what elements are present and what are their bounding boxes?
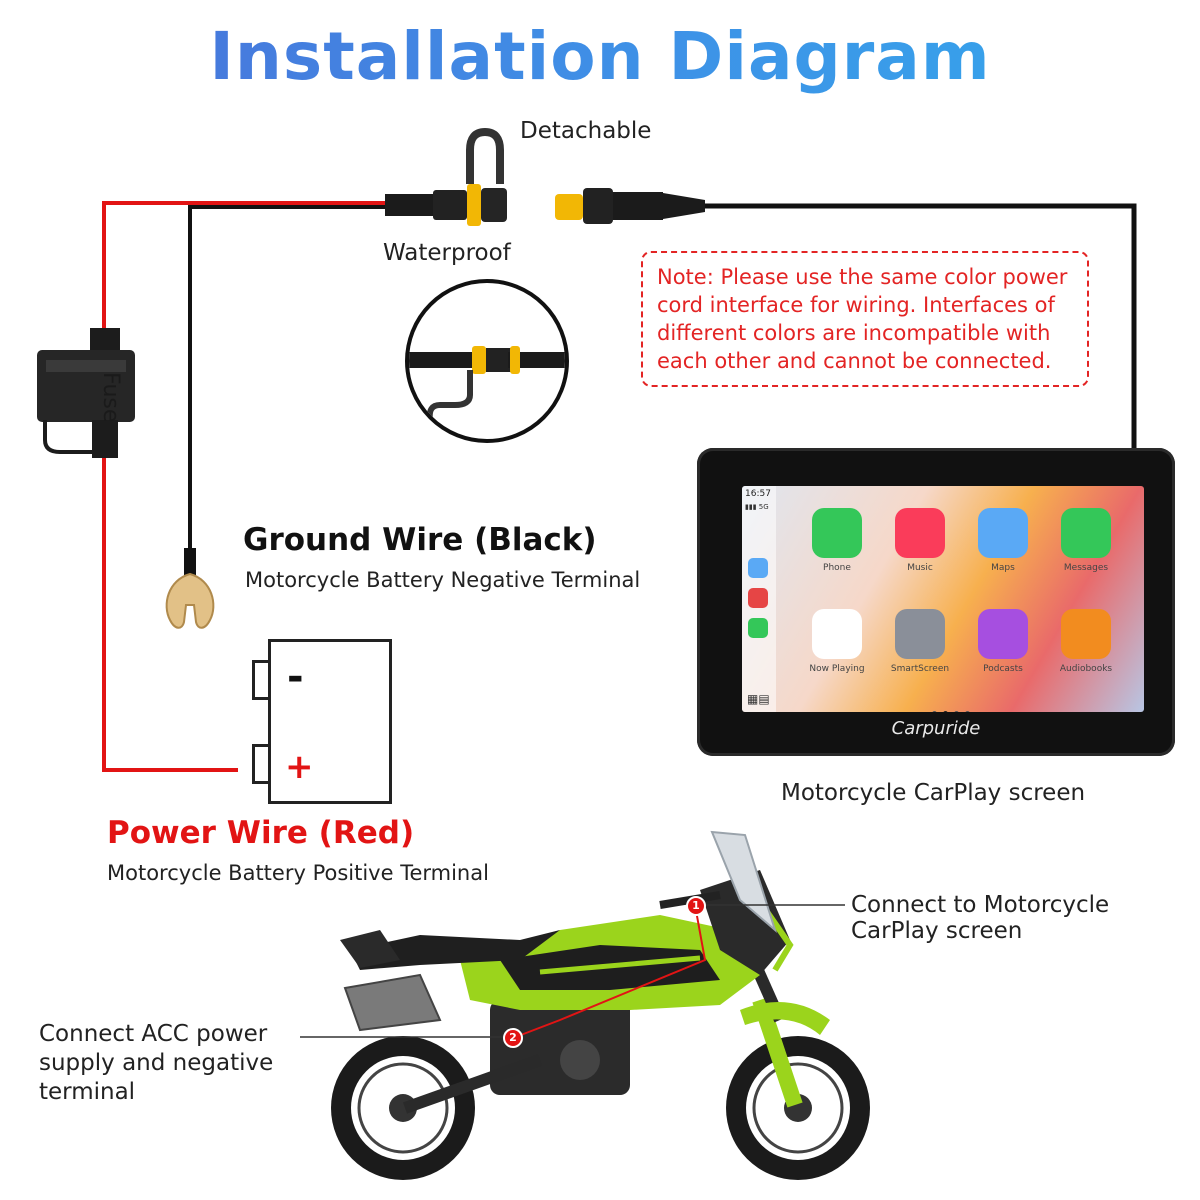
callout-1-line2: CarPlay screen	[851, 918, 1023, 944]
app-label: Podcasts	[983, 664, 1023, 674]
callout-1-line1: Connect to Motorcycle	[851, 892, 1110, 918]
device-caption: Motorcycle CarPlay screen	[781, 780, 1086, 806]
callout-2-line3: terminal	[39, 1079, 136, 1105]
app-label: Music	[907, 563, 933, 573]
black-screen-wire	[705, 203, 1137, 450]
detachable-label: Detachable	[520, 118, 652, 144]
carplay-dock: 16:57 ▮▮▮ 5G ▦▤	[742, 486, 776, 712]
house-icon[interactable]	[895, 609, 945, 659]
callout-2-line2: supply and negative	[39, 1050, 274, 1076]
status-signal: ▮▮▮ 5G	[745, 503, 769, 511]
battery-minus-sign: -	[287, 654, 304, 700]
book-icon[interactable]	[1061, 609, 1111, 659]
connector-left-icon	[385, 127, 507, 226]
music-note-icon[interactable]	[895, 508, 945, 558]
page-dots	[932, 701, 992, 712]
motorcycle-illustration	[300, 830, 870, 1180]
app-label: Messages	[1063, 563, 1109, 573]
power-wire-subtitle: Motorcycle Battery Positive Terminal	[107, 861, 489, 885]
waterproof-label: Waterproof	[383, 240, 511, 266]
dock-netease-icon[interactable]	[748, 588, 768, 608]
battery-positive-terminal	[252, 744, 270, 784]
maps-icon[interactable]	[978, 508, 1028, 558]
callout-1-number: 1	[692, 899, 700, 912]
ground-wire-title: Ground Wire (Black)	[243, 522, 597, 558]
fuse-label: Fuse	[98, 372, 123, 423]
battery-negative-terminal	[252, 660, 270, 700]
app-label: SmartScreen	[890, 664, 950, 674]
note-text: Note: Please use the same color power co…	[657, 265, 1068, 373]
podcast-icon[interactable]	[978, 609, 1028, 659]
ground-wire-subtitle: Motorcycle Battery Negative Terminal	[245, 568, 641, 592]
callout-2-number: 2	[509, 1031, 517, 1044]
callout-2-text: Connect ACC power supply and negative te…	[39, 1020, 273, 1107]
callout-2-marker: 2	[503, 1028, 523, 1048]
app-label: Now Playing	[809, 664, 865, 674]
power-wire-title: Power Wire (Red)	[107, 815, 415, 851]
dock-grid-icon[interactable]: ▦▤	[747, 692, 770, 706]
battery-icon	[268, 639, 392, 804]
callout-1-text: Connect to Motorcycle CarPlay screen	[851, 892, 1109, 944]
app-label: Maps	[991, 563, 1015, 573]
callout-1-marker: 1	[686, 896, 706, 916]
dock-maps-icon[interactable]	[748, 558, 768, 578]
callout-2-line1: Connect ACC power	[39, 1021, 268, 1047]
waveform-icon[interactable]	[812, 609, 862, 659]
status-time: 16:57	[745, 489, 771, 499]
dock-phone-icon[interactable]	[748, 618, 768, 638]
message-bubble-icon[interactable]	[1061, 508, 1111, 558]
fuse-icon	[37, 328, 135, 458]
ring-terminal-icon	[165, 548, 215, 629]
device-brand-logo: Carpuride	[891, 718, 981, 739]
app-label: Audiobooks	[1059, 664, 1113, 674]
app-label: Phone	[823, 563, 851, 573]
connector-closeup-icon	[405, 279, 569, 443]
note-box: Note: Please use the same color power co…	[641, 251, 1089, 387]
phone-icon[interactable]	[812, 508, 862, 558]
page-title: Installation Diagram	[0, 18, 1200, 95]
status-signal-text: 5G	[758, 503, 769, 511]
red-power-wire	[102, 201, 385, 772]
battery-plus-sign: +	[285, 747, 314, 787]
connector-right-icon	[555, 188, 705, 224]
black-ground-wire	[188, 205, 385, 552]
